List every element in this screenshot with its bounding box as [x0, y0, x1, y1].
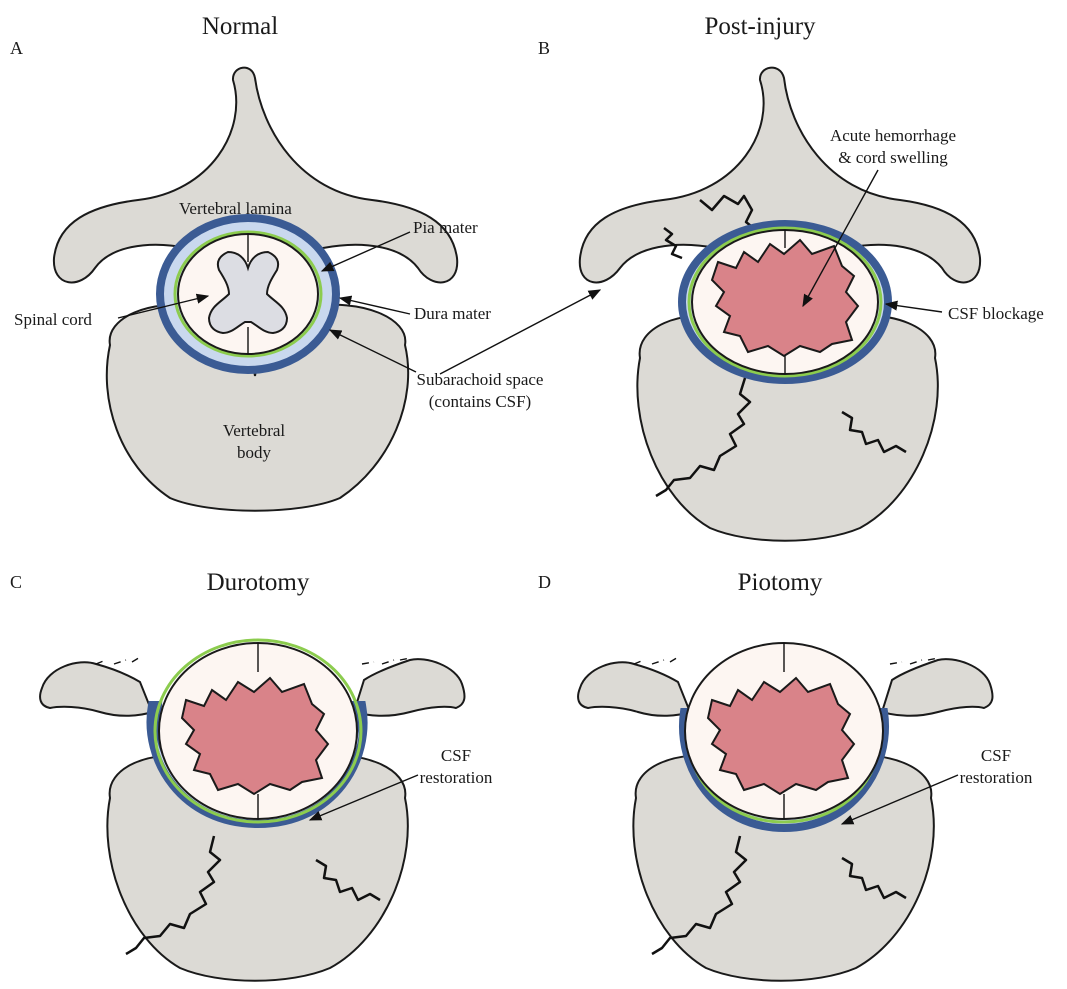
panel-a-letter: A — [10, 38, 23, 58]
hemorrhage-label-line1: Acute hemorrhage — [830, 126, 956, 145]
subarachnoid-label-line1: Subarachoid space — [417, 370, 544, 389]
vertebral-body-label-line2: body — [237, 443, 272, 462]
hemorrhage-label-line2: & cord swelling — [838, 148, 948, 167]
panel-b-letter: B — [538, 38, 550, 58]
spinal-cord-label: Spinal cord — [14, 310, 92, 329]
panel-c-title: Durotomy — [207, 569, 310, 596]
lamina-stump-right-c — [354, 659, 464, 716]
subarachnoid-arrow-b — [440, 290, 600, 374]
lamina-stump-right-d — [882, 659, 992, 716]
vertebral-lamina-label: Vertebral lamina — [179, 199, 292, 218]
panel-d-title: Piotomy — [738, 569, 823, 596]
csf-restoration-d-label-line1: CSF — [981, 746, 1011, 765]
dura-mater-label: Dura mater — [414, 304, 491, 323]
panel-d: D Piotomy CSF restoration — [538, 569, 1033, 981]
csf-restoration-c-label-line2: restoration — [420, 768, 493, 787]
panel-b-title: Post-injury — [704, 13, 816, 40]
subarachnoid-label-line2: (contains CSF) — [429, 392, 531, 411]
panel-d-letter: D — [538, 572, 551, 592]
vertebral-body-label-line1: Vertebral — [223, 421, 286, 440]
lamina-stump-left-d — [578, 662, 690, 716]
csf-blockage-arrow — [886, 304, 942, 312]
panel-c-letter: C — [10, 572, 22, 592]
csf-restoration-c-label-line1: CSF — [441, 746, 471, 765]
panel-c: C Durotomy CSF restoration — [10, 569, 493, 981]
panel-a-title: Normal — [202, 13, 278, 40]
csf-restoration-d-label-line2: restoration — [960, 768, 1033, 787]
lamina-cut-left-c — [96, 656, 142, 664]
pia-mater-label: Pia mater — [413, 218, 478, 237]
csf-blockage-label: CSF blockage — [948, 304, 1044, 323]
lamina-stump-left-c — [40, 662, 152, 716]
lamina-cut-left-d — [634, 656, 680, 664]
panel-b: B Post-injury Acute hemorrhage & cord sw… — [538, 13, 1044, 541]
panel-a: A Normal Vertebral lamina Pia mater Spin… — [10, 13, 600, 511]
